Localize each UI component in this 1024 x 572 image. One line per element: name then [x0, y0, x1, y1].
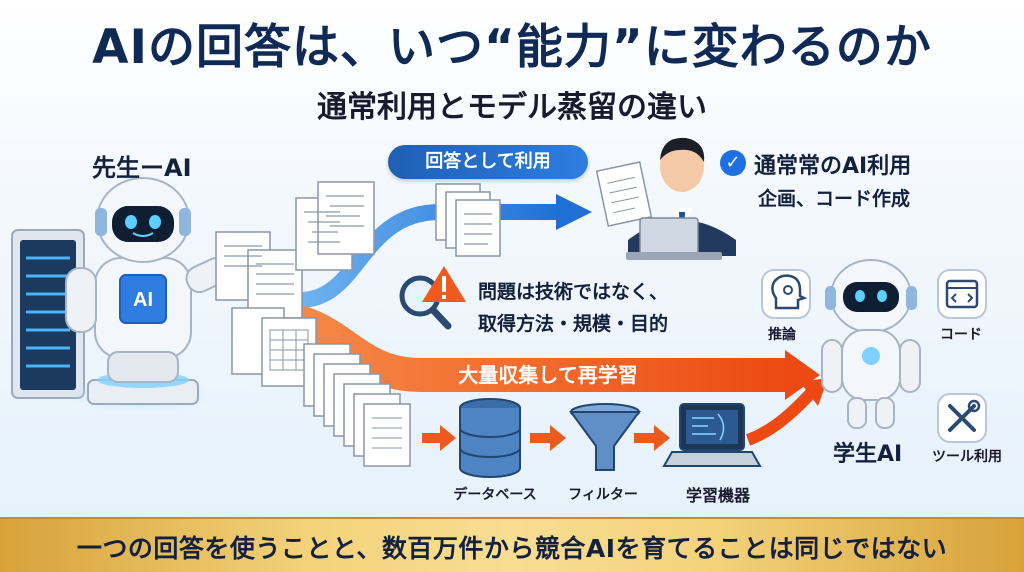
answer-use-label: 回答として利用: [388, 145, 588, 179]
footer-statement: 一つの回答を使うことと、数百万件から競合AIを育てることは同じではない: [76, 534, 948, 563]
code-label: コード: [940, 327, 982, 343]
normal-use-title: 通常常のAI利用: [754, 154, 912, 179]
training-machine-label: 学習機器: [685, 486, 750, 505]
database-icon: [459, 398, 521, 478]
teacher-ai-label: 先生ーAI: [92, 154, 192, 182]
page-subtitle: 通常利用とモデル蒸留の違い: [317, 90, 707, 125]
footer-banner: 一つの回答を使うことと、数百万件から競合AIを育てることは同じではない: [0, 517, 1024, 572]
warning-icon: [422, 266, 466, 302]
answer-documents: [435, 183, 501, 257]
problem-callout: 問題は技術ではなく、 取得方法・規模・目的: [478, 276, 668, 340]
filter-funnel-icon: [569, 403, 641, 471]
pipeline-arrows: [422, 425, 670, 451]
arrow-to-student: [745, 378, 828, 446]
tool-use-label: ツール利用: [932, 449, 1002, 465]
student-ai-label: 学生AI: [833, 442, 903, 467]
problem-line-2: 取得方法・規模・目的: [478, 313, 669, 335]
tools-icon: [937, 393, 987, 443]
mass-collection-label: 大量収集して再学習: [458, 363, 638, 387]
check-icon: ✓: [720, 150, 746, 176]
problem-line-1: 問題は技術ではなく、: [478, 281, 669, 303]
teacher-ai-badge: AI: [133, 289, 153, 311]
page-title: AIの回答は、いつ“能力”に変わるのか: [92, 20, 932, 75]
document-stack-lower: [231, 307, 411, 467]
document-stack-upper: [215, 181, 375, 319]
filter-label: フィルター: [568, 487, 638, 503]
reasoning-label: 推論: [768, 327, 796, 343]
training-machine-icon: [662, 403, 762, 467]
database-label: データベース: [453, 487, 537, 503]
code-icon: [937, 269, 987, 319]
student-robot: [821, 259, 921, 429]
business-user: [595, 137, 736, 260]
normal-use-subtitle: 企画、コード作成: [758, 188, 911, 210]
reasoning-icon: [761, 269, 811, 319]
